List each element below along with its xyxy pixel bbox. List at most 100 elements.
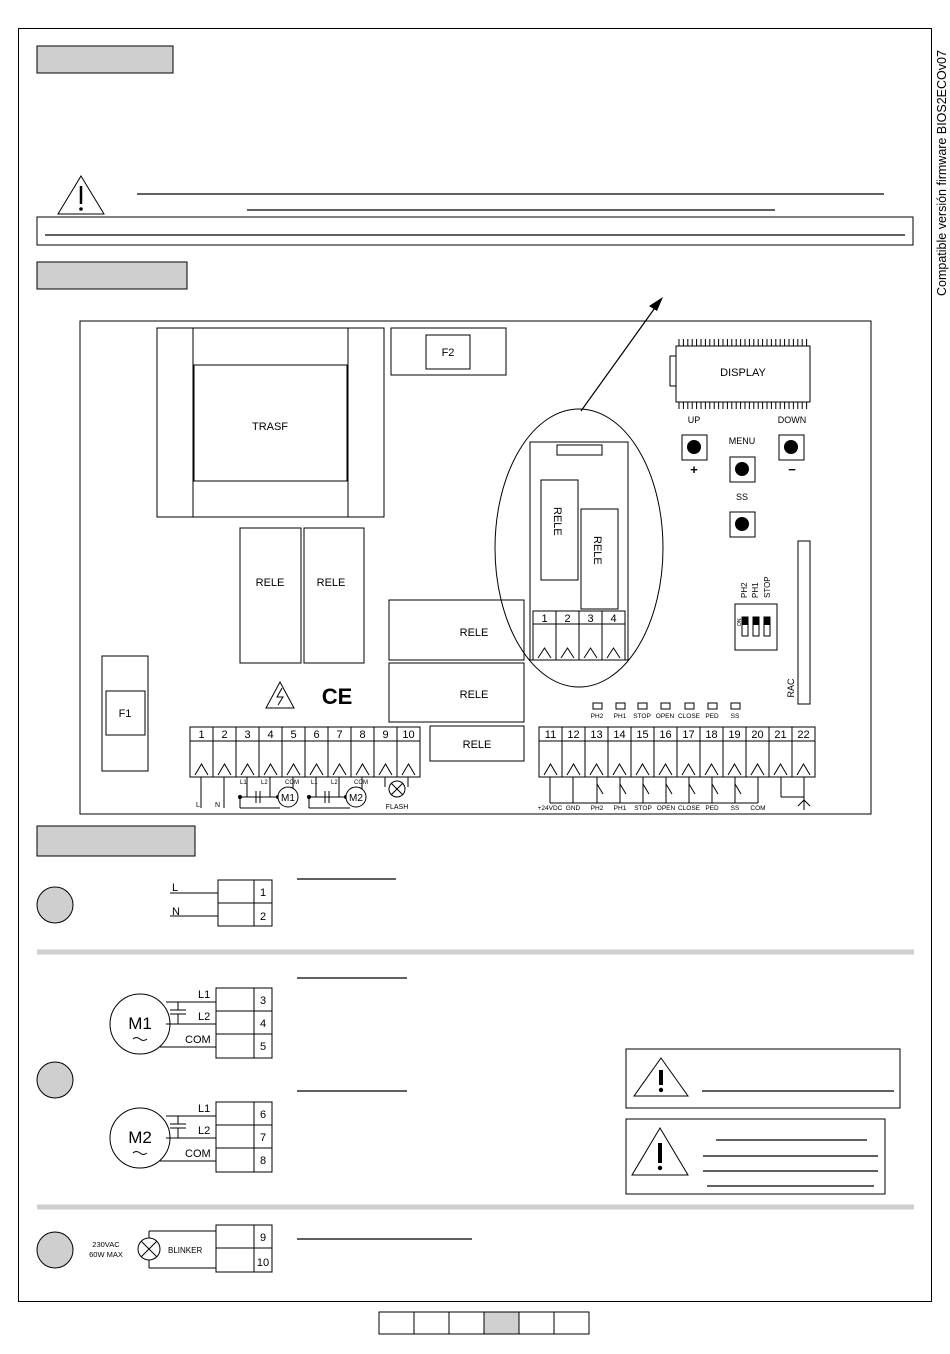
svg-text:RELE: RELE: [460, 689, 489, 701]
svg-text:M2: M2: [128, 1128, 152, 1147]
led-label: PED: [705, 713, 719, 720]
m2-board-label: M2: [349, 793, 363, 804]
svg-text:13: 13: [590, 729, 602, 741]
svg-text:FLASH: FLASH: [386, 804, 409, 811]
m1-board-label: M1: [281, 793, 295, 804]
svg-text:COM: COM: [185, 1034, 211, 1046]
page-cell: [553, 1311, 590, 1335]
svg-text:10: 10: [402, 729, 414, 741]
section-tab-1: [36, 45, 174, 74]
zoom-arrow-head: [649, 297, 663, 311]
transformer: TRASF: [156, 327, 385, 518]
svg-text:L2: L2: [198, 1125, 210, 1137]
motor-1-wiring: M1 L1 L2 COM 3 4 5: [109, 987, 273, 1059]
svg-text:N: N: [215, 802, 220, 809]
svg-text:12: 12: [567, 729, 579, 741]
svg-text:F1: F1: [119, 708, 132, 720]
svg-text:M1: M1: [128, 1014, 152, 1033]
svg-text:17: 17: [682, 729, 694, 741]
svg-text:RAC: RAC: [786, 678, 796, 698]
svg-text:8: 8: [260, 1155, 266, 1167]
ss-button[interactable]: SS: [729, 492, 756, 538]
warning-box-a: [625, 1048, 901, 1109]
led-ped: [707, 702, 718, 710]
svg-text:5: 5: [290, 729, 296, 741]
svg-text:230VAC: 230VAC: [92, 1240, 120, 1249]
svg-text:60W MAX: 60W MAX: [89, 1250, 123, 1259]
svg-text:L1: L1: [311, 780, 318, 786]
fuse-f1: F1: [101, 655, 149, 772]
motor-2-wiring: M2 L1 L2 COM 6 7 8: [109, 1101, 273, 1173]
svg-text:2: 2: [221, 729, 227, 741]
svg-text:OPEN: OPEN: [657, 805, 676, 812]
svg-text:5: 5: [260, 1041, 266, 1053]
svg-text:RELE: RELE: [256, 577, 285, 589]
down-button[interactable]: DOWN −: [778, 415, 807, 477]
dip-switch: PH2 PH1 STOP ON: [734, 576, 778, 651]
svg-text:L1: L1: [240, 780, 247, 786]
svg-text:SS: SS: [731, 805, 740, 812]
svg-text:16: 16: [659, 729, 671, 741]
led-label: CLOSE: [678, 713, 701, 720]
svg-text:6: 6: [313, 729, 319, 741]
svg-text:DOWN: DOWN: [778, 415, 807, 425]
svg-text:6: 6: [260, 1109, 266, 1121]
page-cell: [413, 1311, 450, 1335]
warning-icon: [57, 175, 105, 215]
svg-text:7: 7: [336, 729, 342, 741]
rac-slot: RAC: [786, 540, 811, 705]
svg-text:PED: PED: [705, 805, 719, 812]
svg-text:+24VDC: +24VDC: [538, 805, 563, 812]
warning-box-b: [625, 1118, 886, 1195]
svg-text:3: 3: [260, 995, 266, 1007]
transformer-label: TRASF: [252, 421, 288, 433]
svg-text:L1: L1: [198, 989, 210, 1001]
section-tab-3: [36, 825, 196, 857]
svg-text:15: 15: [636, 729, 648, 741]
svg-text:MENU: MENU: [729, 436, 756, 446]
module-terminal: [601, 610, 626, 661]
led-label: STOP: [633, 713, 651, 720]
page-indicator: [378, 1311, 590, 1335]
section-tab-2: [36, 261, 188, 290]
svg-text:10: 10: [257, 1257, 269, 1269]
up-button[interactable]: UP +: [681, 415, 708, 477]
svg-text:4: 4: [260, 1018, 266, 1030]
svg-text:1: 1: [198, 729, 204, 741]
led-label: SS: [731, 713, 740, 720]
svg-text:4: 4: [267, 729, 273, 741]
svg-text:1: 1: [260, 887, 266, 899]
svg-text:L2: L2: [198, 1011, 210, 1023]
left-wiring: L N L1 L2 COM M1 L1 L2 COM M2: [196, 777, 409, 811]
svg-text:9: 9: [382, 729, 388, 741]
svg-text:21: 21: [774, 729, 786, 741]
ce-mark: CE: [322, 684, 353, 709]
menu-button[interactable]: MENU: [729, 436, 756, 483]
relay-3: RELE: [388, 599, 525, 661]
svg-text:COM: COM: [185, 1148, 211, 1160]
svg-text:RELE: RELE: [551, 507, 563, 536]
svg-text:7: 7: [260, 1132, 266, 1144]
led-label: PH2: [591, 713, 604, 720]
led-open: [660, 702, 671, 710]
svg-text:ON: ON: [737, 618, 743, 626]
led-ph2: [592, 702, 603, 710]
page-frame: [18, 28, 932, 1302]
svg-text:L: L: [196, 802, 200, 809]
svg-text:COM: COM: [750, 805, 765, 812]
relay-1: RELE: [239, 527, 302, 664]
svg-text:22: 22: [797, 729, 809, 741]
high-voltage-icon: [265, 680, 295, 709]
svg-text:RELE: RELE: [463, 739, 492, 751]
svg-text:20: 20: [751, 729, 763, 741]
svg-text:1: 1: [541, 613, 547, 625]
svg-text:2: 2: [260, 911, 266, 923]
step-marker-2: [36, 1061, 74, 1099]
svg-text:CLOSE: CLOSE: [678, 805, 701, 812]
svg-text:18: 18: [705, 729, 717, 741]
svg-text:L: L: [172, 882, 178, 894]
relay-2: RELE: [303, 527, 365, 664]
